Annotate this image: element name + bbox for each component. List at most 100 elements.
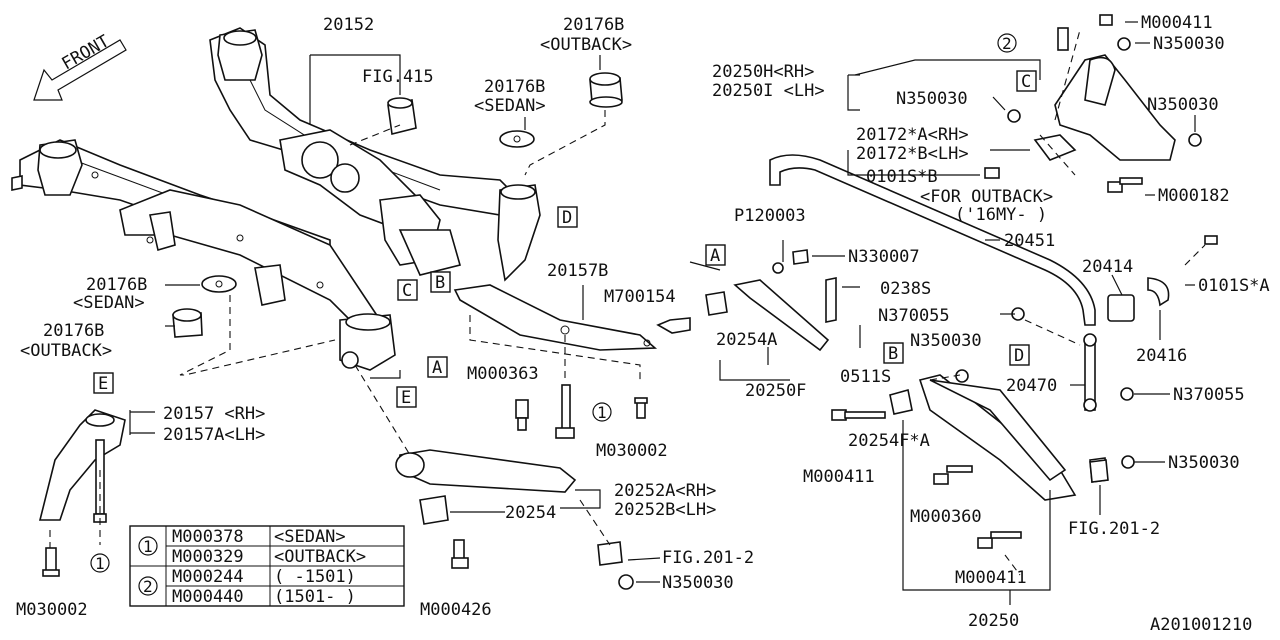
label-for-outback: <FOR OUTBACK> (920, 187, 1053, 207)
rear-subframe (11, 27, 541, 371)
bolt-0101s-a (1204, 235, 1218, 245)
svg-text:C: C (1021, 72, 1031, 92)
bushing-20414 (1107, 294, 1135, 322)
svg-text:B: B (888, 344, 898, 364)
nut-n350030-mid (618, 574, 634, 590)
legend-spec: ( -1501) (274, 567, 356, 587)
marker-2-top: 2 (997, 33, 1017, 53)
svg-text:2: 2 (143, 577, 153, 596)
label-sedan-left: <SEDAN> (73, 293, 145, 313)
label-fig415: FIG.415 (362, 67, 434, 87)
legend-part: M000378 (172, 527, 244, 547)
legend-part: M000440 (172, 587, 244, 607)
label-m000182: M000182 (1158, 186, 1230, 206)
ref-box-a-left: A (427, 356, 448, 378)
nut-n370055-b (1120, 387, 1134, 401)
leader-lines (49, 21, 1206, 605)
subframe-bushing (387, 97, 417, 135)
label-m000411-mid: M000411 (803, 467, 875, 487)
legend-spec: (1501- ) (274, 587, 356, 607)
label-20414: 20414 (1082, 257, 1133, 277)
label-20176b-sedan-mid: 20176B (484, 77, 545, 97)
legend-spec: <SEDAN> (274, 527, 346, 547)
label-sedan-mid: <SEDAN> (474, 96, 546, 116)
label-20470: 20470 (1006, 376, 1057, 396)
label-0511s: 0511S (840, 367, 891, 387)
label-20172b-lh: 20172*B<LH> (856, 144, 969, 164)
legend-spec: <OUTBACK> (274, 547, 366, 567)
bolt-m000363 (515, 399, 529, 431)
svg-text:1: 1 (95, 554, 105, 573)
bolts-lower-arm (831, 409, 1022, 549)
lower-arm-20250 (889, 369, 1135, 501)
bracket-20416 (1147, 277, 1170, 307)
label-m000426: M000426 (420, 600, 492, 620)
label-m030002-left: M030002 (16, 600, 88, 620)
label-m030002-mid: M030002 (596, 441, 668, 461)
label-m000363: M000363 (467, 364, 539, 384)
label-20254: 20254 (505, 503, 556, 523)
bolt-m000426 (451, 539, 469, 569)
label-m000411-low: M000411 (955, 568, 1027, 588)
legend-part: M000244 (172, 567, 244, 587)
callout-labels: 20152 FIG.415 20176B <OUTBACK> 20176B <S… (16, 13, 1270, 635)
label-20250h-rh: 20250H<RH> (712, 62, 814, 82)
label-m000411-top: M000411 (1141, 13, 1213, 33)
label-20172a-rh: 20172*A<RH> (856, 125, 969, 145)
label-20451: 20451 (1004, 231, 1055, 251)
bolt-1-mid (555, 384, 575, 439)
label-n350030-top: N350030 (1153, 34, 1225, 54)
label-outback-top: <OUTBACK> (540, 35, 632, 55)
svg-text:1: 1 (597, 403, 607, 422)
label-20157a-lh: 20157A<LH> (163, 425, 265, 445)
ref-box-c-right: C (1016, 70, 1037, 92)
marker-1-mid: 1 (592, 402, 612, 422)
legend-table: 1 2 M000378 <SEDAN> M000329 <OUTBACK> M0… (129, 525, 405, 607)
ref-box-e-bracket: E (93, 372, 114, 394)
label-20176b-outback-top: 20176B (563, 15, 624, 35)
mount-20176b-outback-top (589, 72, 623, 108)
legend-marker-1: 1 (138, 536, 158, 556)
fig2012-right-bushing (1089, 459, 1109, 483)
label-fig2012-mid: FIG.201-2 (662, 548, 754, 568)
ref-box-d-right: D (1009, 344, 1030, 366)
svg-text:C: C (402, 281, 412, 301)
ref-box-b-left: B (430, 271, 451, 293)
bracket-20157b (453, 284, 658, 351)
label-0101s-b: 0101S*B (866, 167, 938, 187)
svg-text:2: 2 (1002, 34, 1012, 53)
svg-text:A: A (710, 246, 720, 266)
label-20254fa: 20254F*A (848, 431, 930, 451)
label-n350030-mid: N350030 (662, 573, 734, 593)
legend-marker-2: 2 (138, 576, 158, 596)
label-0238s: 0238S (880, 279, 931, 299)
svg-text:D: D (562, 208, 572, 228)
svg-text:E: E (401, 388, 411, 408)
diagram-id: A201001210 (1150, 615, 1252, 635)
bracket-20157 (38, 409, 126, 521)
label-n350030-right: N350030 (1147, 95, 1219, 115)
bushing-fig201-mid (597, 541, 623, 566)
label-20250: 20250 (968, 611, 1019, 631)
label-16my: ('16MY- ) (955, 205, 1047, 225)
upper-arm-20250h (984, 14, 1202, 193)
svg-text:A: A (432, 358, 442, 378)
label-20252a-rh: 20252A<RH> (614, 481, 716, 501)
label-20252b-lh: 20252B<LH> (614, 500, 716, 520)
lateral-link-20252 (395, 449, 577, 525)
stabilizer-bar-20451 (769, 154, 1096, 326)
bolt-m030002-mid (634, 397, 648, 419)
label-n330007: N330007 (848, 247, 920, 267)
label-20176b-sedan-left: 20176B (86, 275, 147, 295)
label-outback-left: <OUTBACK> (20, 341, 112, 361)
link-20250f (656, 249, 837, 352)
label-n350030-low: N350030 (1168, 453, 1240, 473)
ref-box-b-right: B (883, 342, 904, 364)
label-m700154: M700154 (604, 287, 676, 307)
label-20176b-outback-left: 20176B (43, 321, 104, 341)
label-20157-rh: 20157 <RH> (163, 404, 265, 424)
mount-20176b-sedan-mid (499, 130, 535, 148)
label-0101s-a: 0101S*A (1198, 276, 1270, 296)
